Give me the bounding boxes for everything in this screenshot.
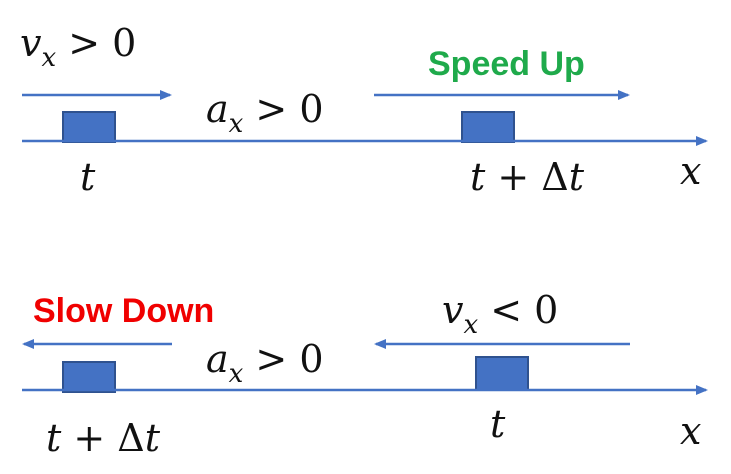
speed-up-label: Speed Up [428,45,585,83]
bottom-time-end: t + Δt [46,416,161,460]
bottom-acceleration-label: ax > 0 [206,337,324,389]
bottom-panel: Slow Down vx < 0 ax > 0 t + Δt t x [22,288,708,460]
bottom-block-start [475,356,529,391]
top-time-end: t + Δt [470,155,585,199]
top-time-start: t [80,155,96,199]
top-acceleration-label: ax > 0 [206,87,324,139]
bottom-block-end [62,361,116,393]
top-panel: vx > 0 Speed Up ax > 0 t t + Δt x [20,21,708,199]
bottom-axis-label: x [680,409,701,453]
top-velocity-label: vx > 0 [20,21,136,73]
top-block-end [461,111,515,143]
top-axis-label: x [680,149,701,193]
bottom-velocity-label: vx < 0 [442,288,558,340]
bottom-time-start: t [490,402,506,446]
slow-down-label: Slow Down [33,292,214,330]
top-block-start [62,111,116,143]
